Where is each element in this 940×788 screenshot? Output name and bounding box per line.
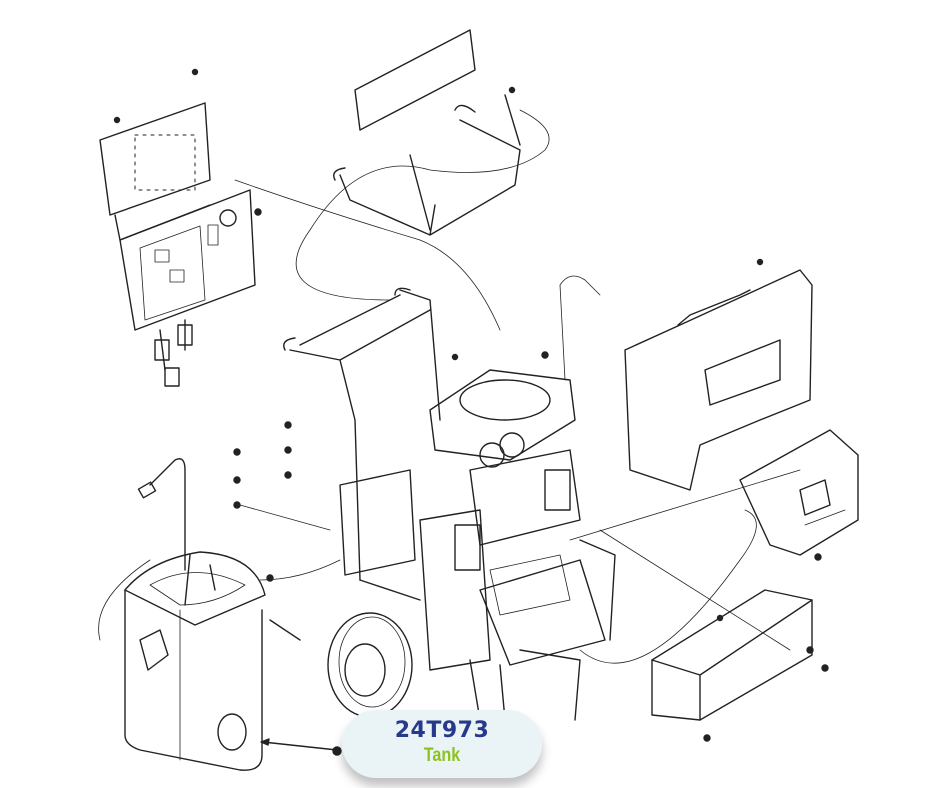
side-cover-part <box>624 269 813 491</box>
pump-assembly-part <box>419 369 616 721</box>
control-cover-part <box>99 102 211 241</box>
callout-leader-arrow <box>260 738 342 756</box>
cart-frame-part <box>283 287 441 601</box>
part-name-label: Tank <box>423 745 461 766</box>
guard-part <box>651 589 813 721</box>
tank-part <box>124 458 266 771</box>
front-cover-part <box>739 429 859 556</box>
handle-part <box>333 29 521 236</box>
wheel-part <box>327 612 413 718</box>
part-number-label: 24T973 <box>394 718 490 743</box>
fasteners <box>113 68 829 742</box>
hoses-and-leaders <box>98 109 801 664</box>
control-panel-part <box>119 189 256 387</box>
part-callout-bubble[interactable]: 24T973 Tank <box>342 710 542 778</box>
